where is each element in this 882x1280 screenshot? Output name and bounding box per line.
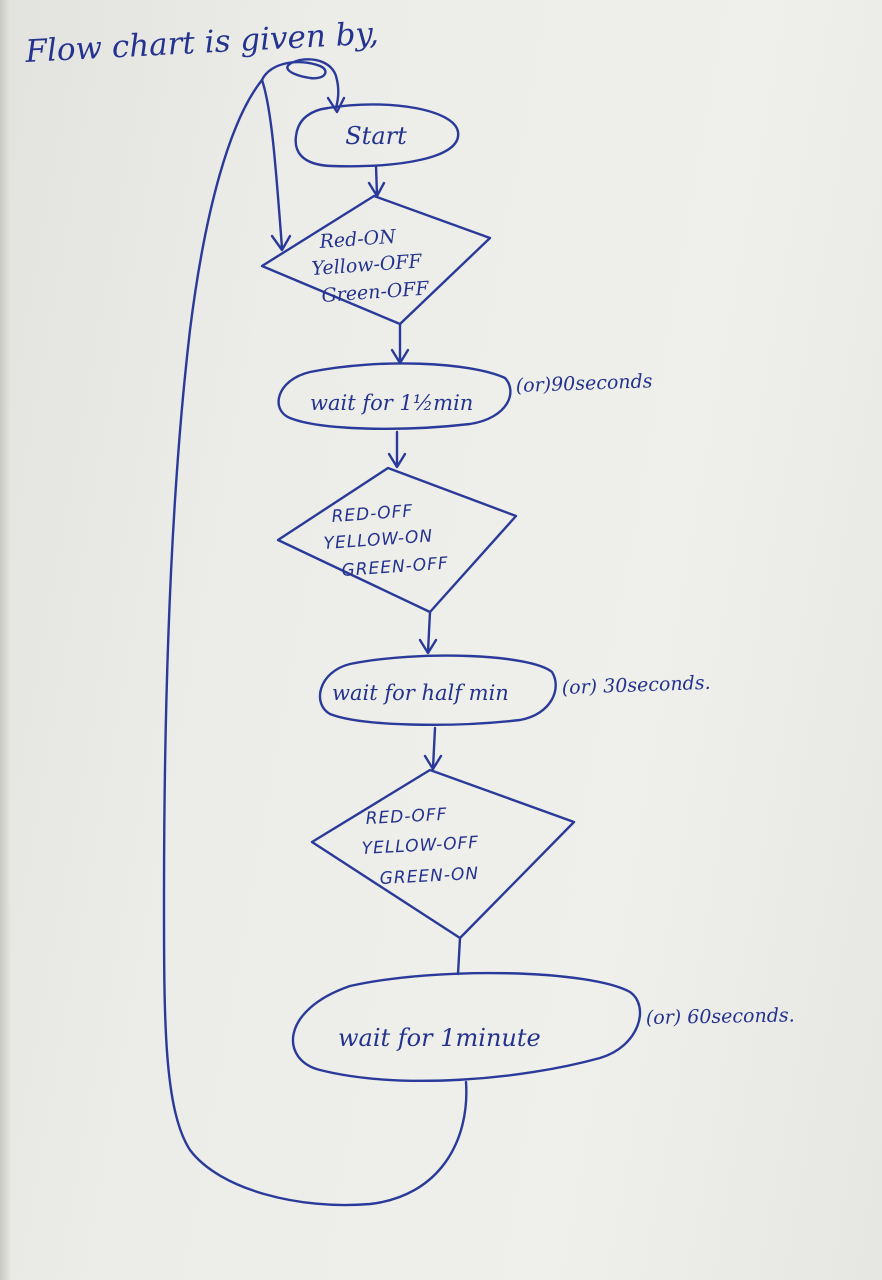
start-label: Start bbox=[345, 122, 407, 150]
start-node: Start bbox=[294, 103, 460, 168]
wait3-label: wait for 1minute bbox=[338, 1024, 541, 1052]
state2-green-label: GREEN-OFF bbox=[341, 554, 449, 581]
wait2-node: wait for half min (or) 30seconds. bbox=[318, 654, 711, 726]
state2-node: RED-OFF YELLOW-ON GREEN-OFF bbox=[276, 466, 518, 614]
state3-node: RED-OFF YELLOW-OFF GREEN-ON bbox=[310, 768, 576, 940]
state3-yellow-label: YELLOW-OFF bbox=[361, 833, 479, 859]
loop-back-line bbox=[162, 78, 468, 1207]
wait2-note: (or) 30seconds. bbox=[561, 672, 711, 699]
wait3-node: wait for 1minute (or) 60seconds. bbox=[291, 971, 795, 1082]
wait1-label: wait for 1½min bbox=[310, 391, 473, 415]
arrow-state2-to-wait2 bbox=[418, 610, 438, 655]
arrow-state1-to-wait1 bbox=[390, 322, 410, 365]
wait1-node: wait for 1½min (or)90seconds bbox=[277, 362, 653, 430]
state3-red-label: RED-OFF bbox=[365, 805, 448, 829]
loop-return-arrowhead bbox=[270, 234, 292, 252]
state1-node: Red-ON Yellow-OFF Green-OFF bbox=[260, 194, 492, 326]
loop-scribble bbox=[260, 58, 340, 110]
wait2-label: wait for half min bbox=[332, 681, 509, 705]
state2-red-label: RED-OFF bbox=[331, 501, 414, 527]
arrow-start-to-state1 bbox=[367, 164, 386, 198]
state3-green-label: GREEN-ON bbox=[379, 864, 479, 889]
wait1-note: (or)90seconds bbox=[515, 370, 653, 397]
wait3-note: (or) 60seconds. bbox=[646, 1004, 795, 1029]
state1-red-label: Red-ON bbox=[318, 226, 398, 253]
arrow-wait1-to-state2 bbox=[387, 430, 407, 469]
state1-yellow-label: Yellow-OFF bbox=[311, 250, 423, 280]
start-entry-arrowhead bbox=[326, 96, 346, 114]
page-binding-edge bbox=[0, 0, 10, 1280]
arrow-state3-to-wait3 bbox=[456, 936, 462, 976]
loop-return-line bbox=[260, 78, 284, 250]
flowchart-heading: Flow chart is given by, bbox=[24, 16, 380, 71]
arrow-wait2-to-state3 bbox=[423, 726, 443, 771]
state2-yellow-label: YELLOW-ON bbox=[323, 526, 434, 554]
state1-green-label: Green-OFF bbox=[321, 277, 430, 306]
